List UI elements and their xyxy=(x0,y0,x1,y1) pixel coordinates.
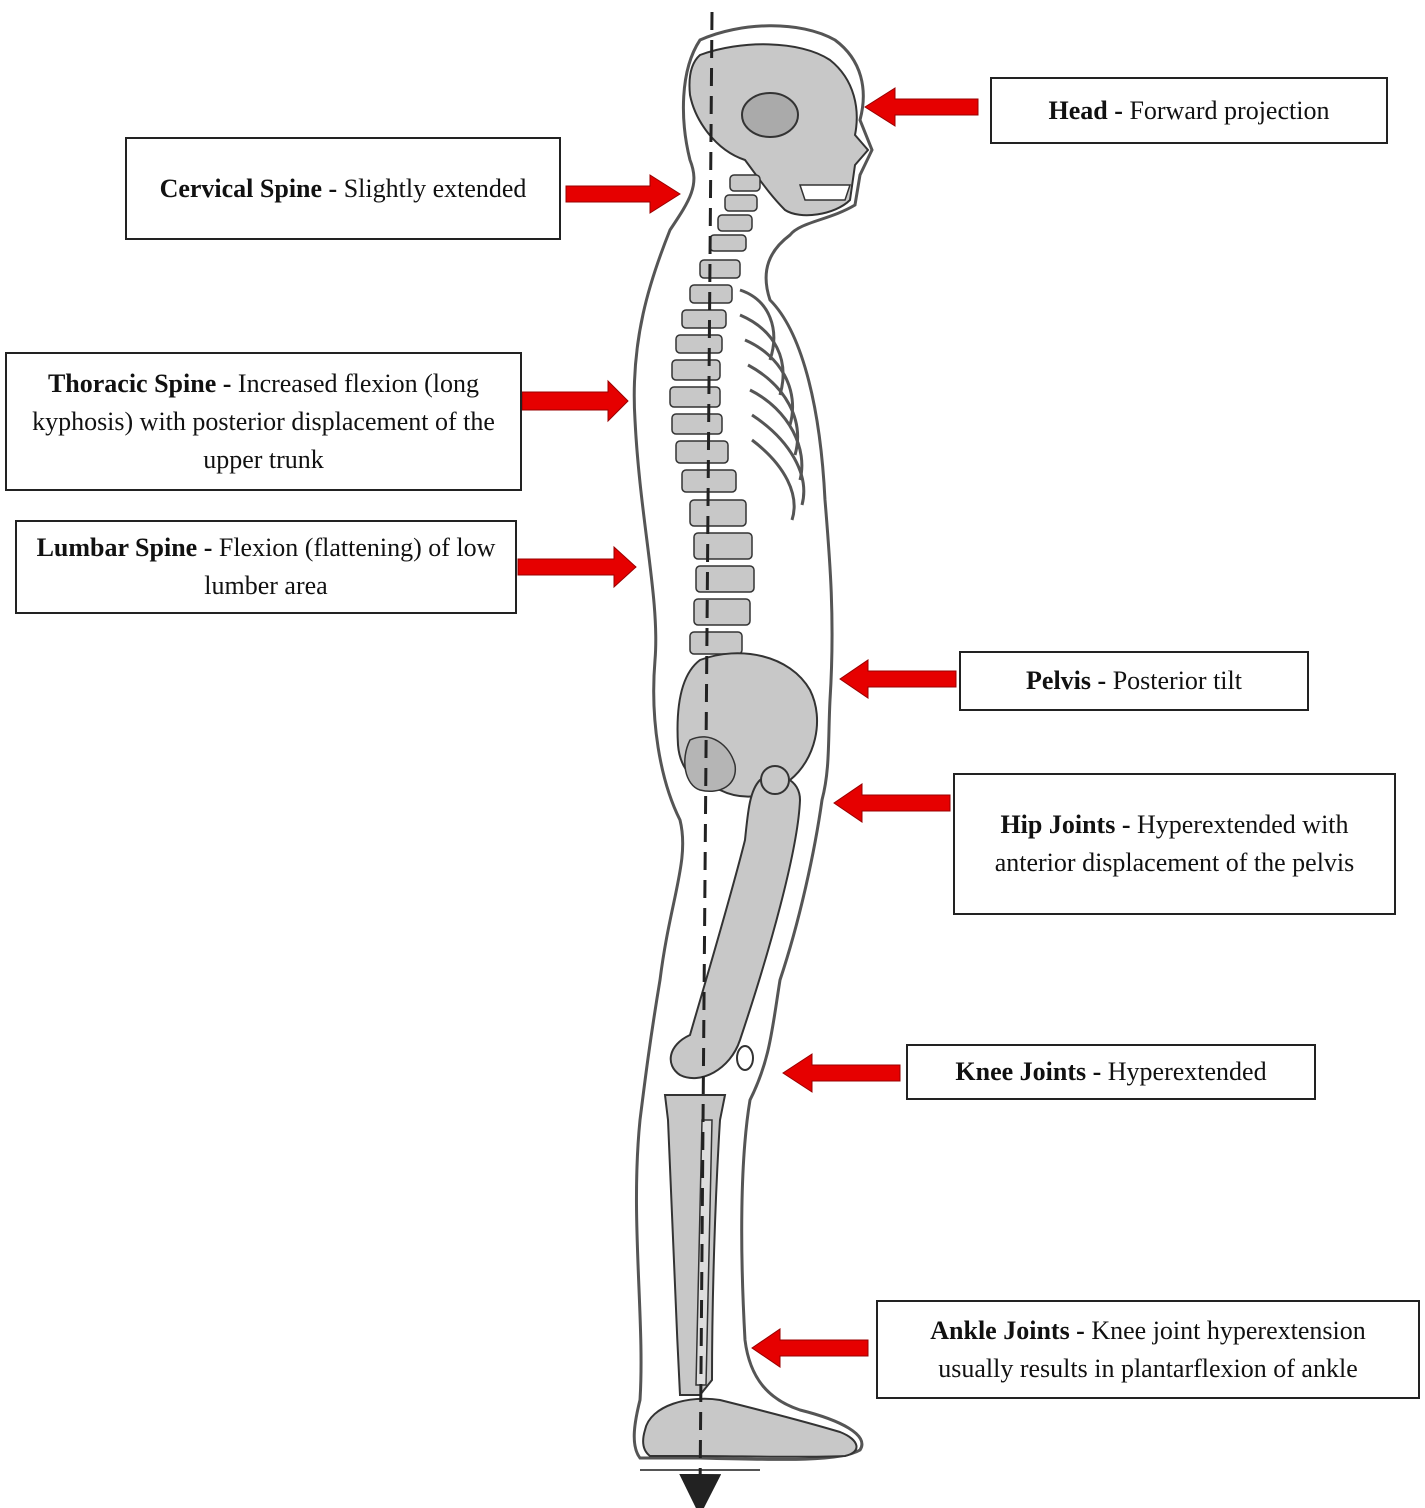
arrow-thoracic xyxy=(522,381,628,421)
label-cervical-title: Cervical Spine - xyxy=(160,174,338,203)
label-lumbar-spine: Lumbar Spine - Flexion (flattening) of l… xyxy=(15,520,517,614)
label-cervical-text: Slightly extended xyxy=(344,174,527,203)
label-pelvis: Pelvis - Posterior tilt xyxy=(959,651,1309,711)
arrow-ankle xyxy=(752,1329,868,1367)
label-knee-text: Hyperextended xyxy=(1108,1057,1267,1086)
label-head-title: Head - xyxy=(1049,96,1123,125)
label-head-text: Forward projection xyxy=(1129,96,1329,125)
arrow-lumbar xyxy=(518,547,636,587)
label-pelvis-text: Posterior tilt xyxy=(1113,666,1242,695)
label-hip-title: Hip Joints - xyxy=(1000,810,1130,839)
label-head: Head - Forward projection xyxy=(990,77,1388,144)
arrow-head xyxy=(865,88,978,126)
label-thoracic-spine: Thoracic Spine - Increased flexion (long… xyxy=(5,352,522,491)
label-ankle-joints: Ankle Joints - Knee joint hyperextension… xyxy=(876,1300,1420,1399)
label-knee-title: Knee Joints - xyxy=(955,1057,1101,1086)
tibia xyxy=(665,1095,725,1395)
arrow-hip xyxy=(834,784,950,822)
label-pelvis-title: Pelvis - xyxy=(1026,666,1106,695)
label-ankle-title: Ankle Joints - xyxy=(930,1316,1085,1345)
label-lumbar-text: Flexion (flattening) of low lumber area xyxy=(204,533,495,600)
femur xyxy=(671,776,800,1078)
spine xyxy=(670,175,760,654)
label-hip-joints: Hip Joints - Hyperextended with anterior… xyxy=(953,773,1396,915)
label-cervical-spine: Cervical Spine - Slightly extended xyxy=(125,137,561,240)
ribs xyxy=(740,290,804,520)
arrow-knee xyxy=(783,1054,900,1092)
arrow-cervical xyxy=(566,175,680,213)
label-lumbar-title: Lumbar Spine - xyxy=(37,533,213,562)
arrow-pelvis xyxy=(840,660,956,698)
foot-bones xyxy=(643,1399,856,1457)
label-thoracic-title: Thoracic Spine - xyxy=(48,369,231,398)
label-knee-joints: Knee Joints - Hyperextended xyxy=(906,1044,1316,1100)
